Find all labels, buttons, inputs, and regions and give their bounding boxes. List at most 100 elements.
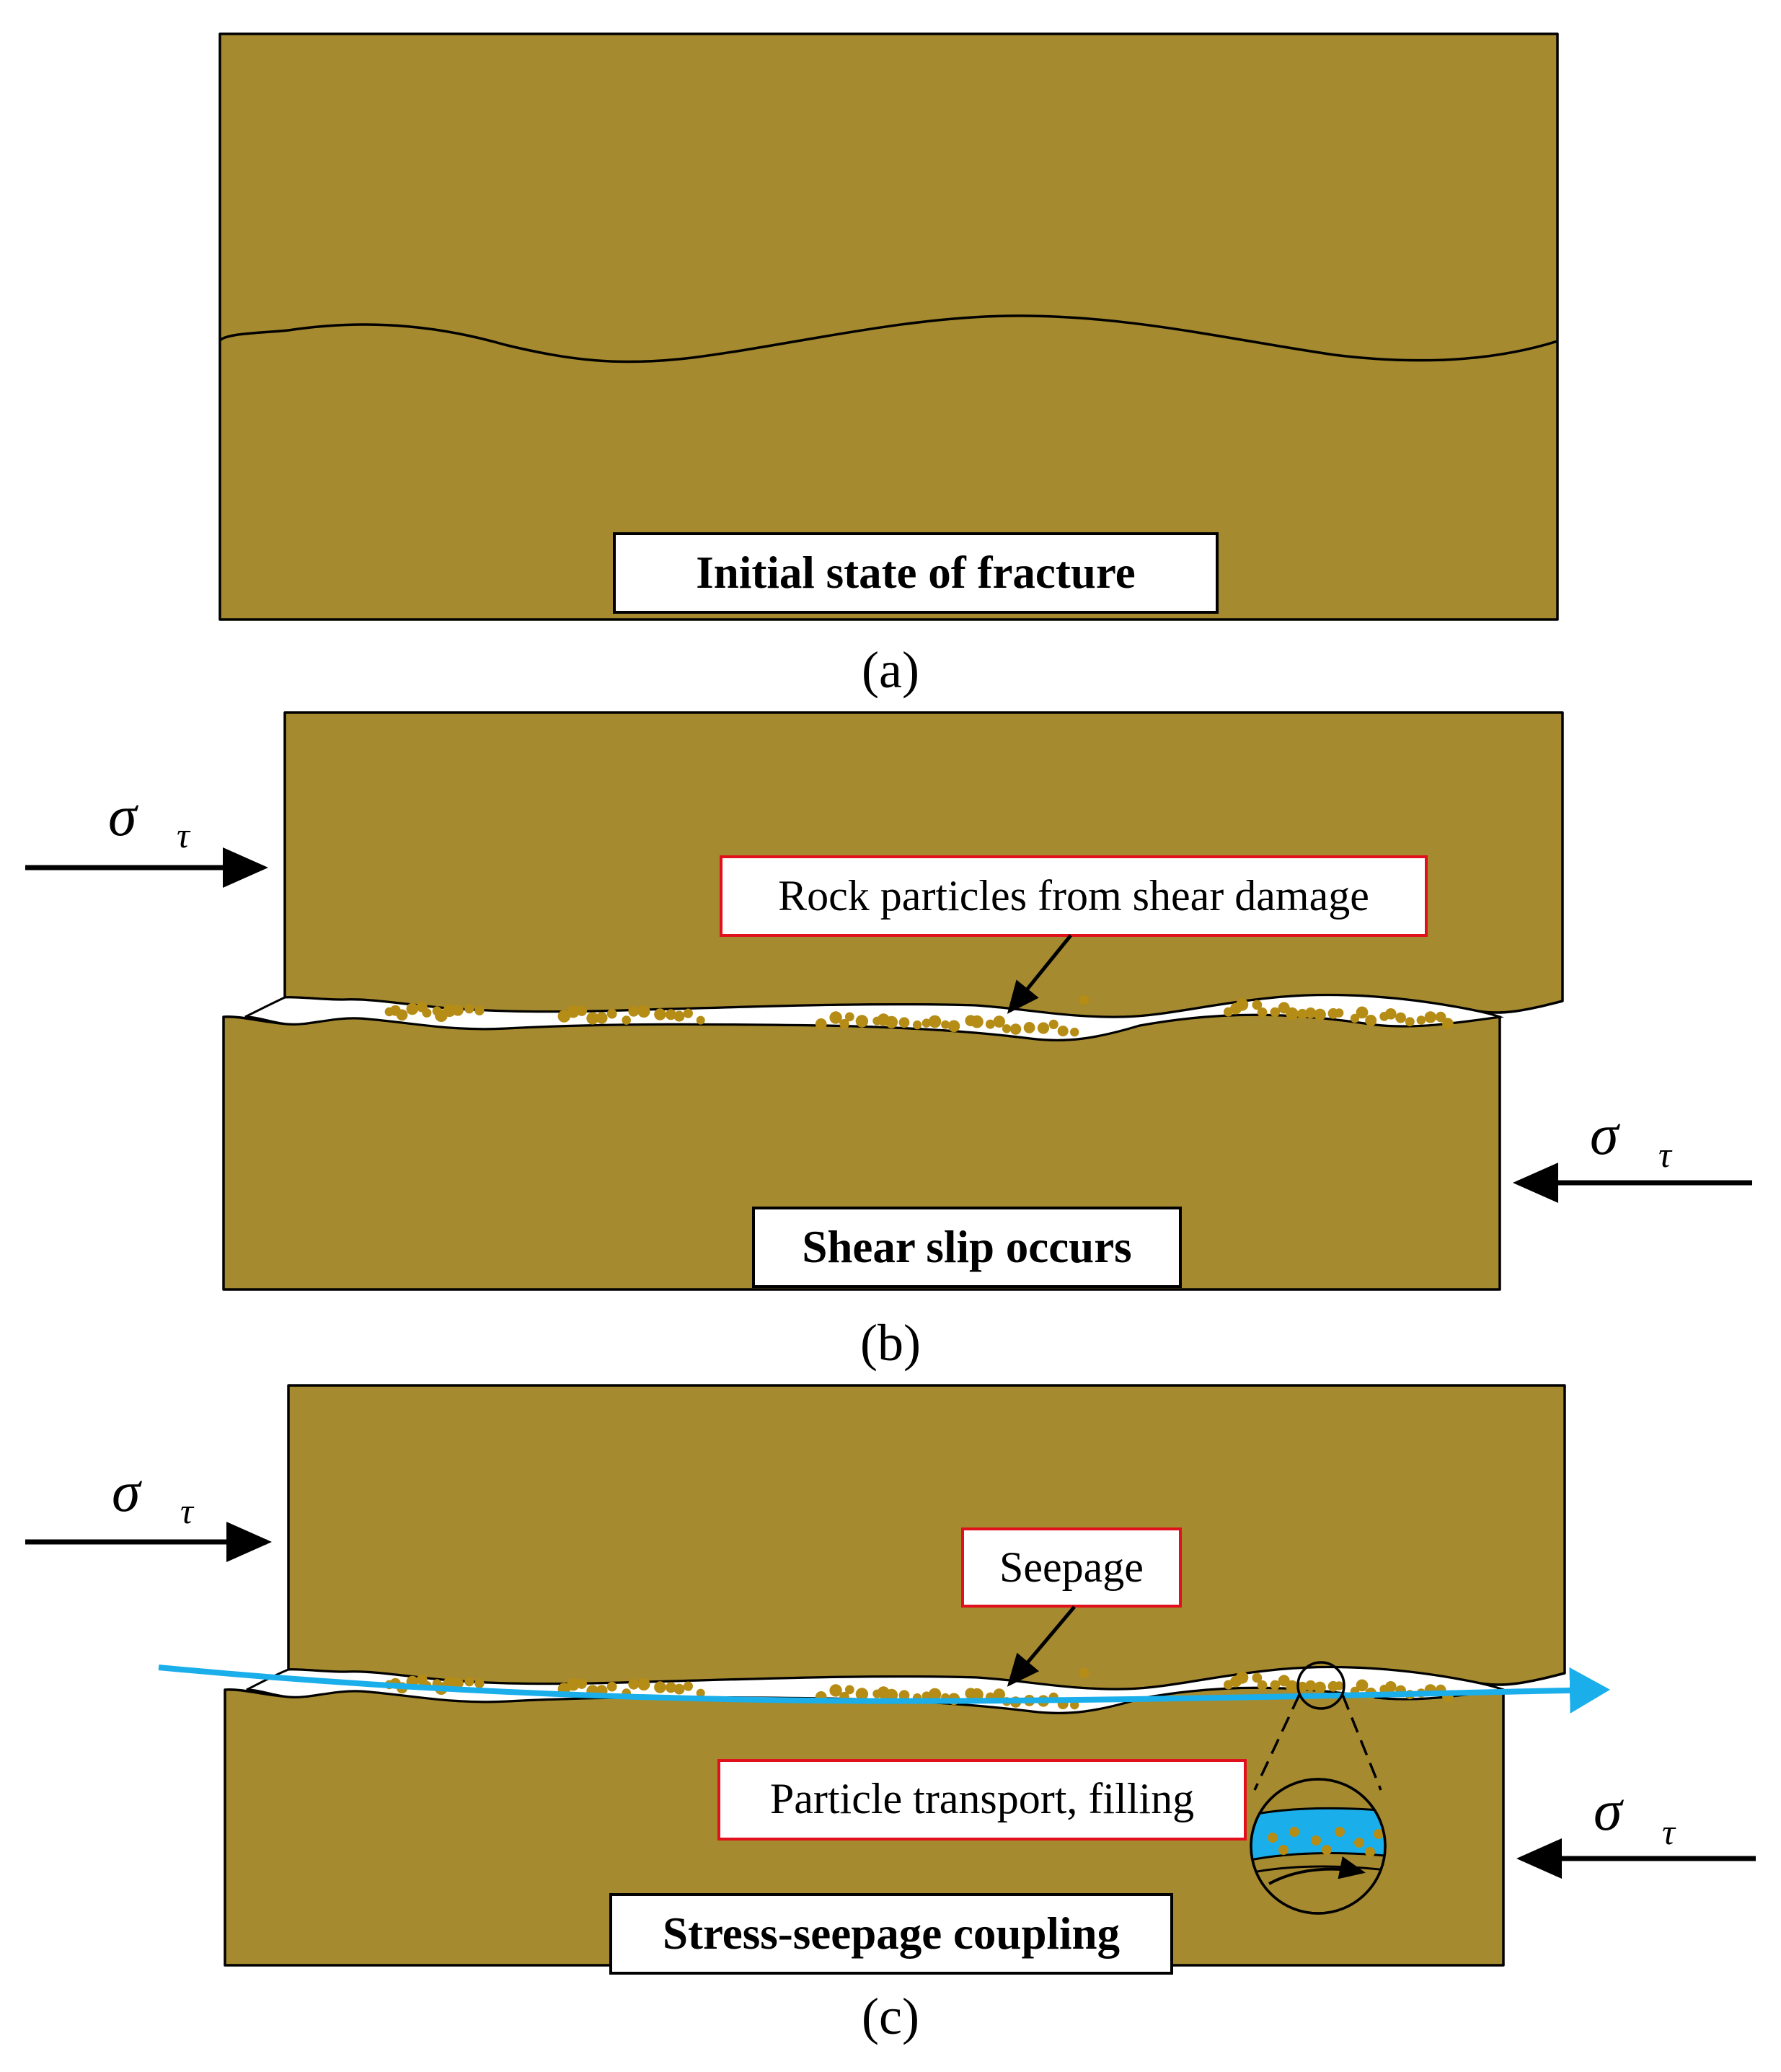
rock-particle: [855, 1688, 869, 1701]
zoom-particle: [1365, 1847, 1375, 1857]
panel-c-label: Stress-seepage coupling: [663, 1908, 1120, 1959]
rock-particle: [885, 1015, 898, 1028]
rock-particle: [443, 1004, 456, 1018]
rock-particle: [567, 1678, 580, 1691]
rock-particle: [1385, 1681, 1397, 1693]
rock-particle: [1356, 1006, 1369, 1019]
rock-particle: [844, 1685, 854, 1695]
rock-particle: [898, 1690, 910, 1701]
rock-particle: [673, 1683, 685, 1695]
rock-particle: [1416, 1015, 1426, 1025]
rock-particle: [654, 1681, 666, 1693]
rock-particle: [474, 1678, 485, 1688]
seepage-flow-arrow: [158, 1665, 1610, 1714]
rock-particle: [1395, 1012, 1406, 1023]
rock-particle: [1365, 1015, 1377, 1026]
rock-particle: [665, 1009, 676, 1020]
left-load-symbol-c: σ: [112, 1460, 142, 1524]
zoom-particle: [1374, 1829, 1384, 1839]
zoom-particle: [1278, 1845, 1289, 1855]
rock-particle: [1297, 1008, 1308, 1020]
rock-particle: [606, 1681, 617, 1692]
rock-particle: [1314, 1008, 1326, 1021]
zoom-particle: [1311, 1835, 1321, 1846]
rock-particles-callout: Rock particles from shear damage: [778, 872, 1369, 920]
rock-particle: [696, 1015, 705, 1025]
rock-particle: [474, 1005, 485, 1015]
rock-particle: [1079, 995, 1090, 1005]
rock-particle: [1297, 1681, 1308, 1693]
rock-particle: [1270, 1680, 1281, 1690]
rock-particle: [1286, 1007, 1299, 1020]
rock-particle: [606, 1008, 617, 1019]
rock-particle: [1057, 1026, 1069, 1037]
zoom-particle: [1268, 1833, 1278, 1843]
rock-particle: [1385, 1008, 1397, 1020]
rock-particle: [464, 1677, 474, 1687]
rock-particle: [622, 1015, 631, 1025]
panel-b: σ τ σ τ Rock particles from shear damage…: [25, 711, 1752, 1372]
left-load-subscript-c: τ: [180, 1491, 195, 1531]
rock-particle: [839, 1018, 849, 1029]
rock-particle: [993, 1688, 1005, 1701]
panel-a-caption: (a): [862, 641, 919, 699]
right-load-symbol-b: σ: [1590, 1103, 1620, 1167]
rock-particle: [1314, 1681, 1326, 1694]
rock-particle: [885, 1688, 898, 1701]
left-load-symbol-b: σ: [108, 785, 138, 848]
rock-particle: [985, 1019, 995, 1029]
rock-particle: [637, 1678, 650, 1690]
seepage-callout: Seepage: [999, 1543, 1144, 1591]
panel-c: σ τ σ τ Seepage Particle transport, fill…: [25, 1384, 1756, 2045]
rock-particle: [1334, 1008, 1344, 1018]
rock-particle: [844, 1012, 854, 1022]
zoom-particle: [1354, 1838, 1364, 1848]
right-load-symbol-c: σ: [1594, 1779, 1624, 1843]
rock-particle: [1252, 1000, 1263, 1010]
rock-particle: [971, 1015, 984, 1028]
rock-particle: [1405, 1017, 1415, 1027]
rock-particle: [1334, 1681, 1344, 1690]
rock-particle: [1235, 1671, 1249, 1684]
rock-particle: [1424, 1011, 1437, 1023]
panel-a-label: Initial state of fracture: [696, 547, 1135, 598]
rock-particle: [464, 1004, 474, 1014]
rock-particle: [1286, 1680, 1299, 1693]
rock-particle: [673, 1010, 685, 1022]
rock-particle: [665, 1682, 676, 1693]
rock-particle: [829, 1684, 842, 1697]
rock-particle: [1235, 998, 1249, 1011]
rock-particle: [586, 1012, 599, 1025]
panel-c-caption: (c): [862, 1988, 919, 2045]
rock-particle: [1070, 1027, 1079, 1037]
rock-particle: [1270, 1007, 1281, 1018]
rock-particle: [1002, 1024, 1012, 1033]
panel-b-caption: (b): [860, 1314, 921, 1372]
rock-particle: [576, 1678, 587, 1689]
rock-block-upper-c: [287, 1384, 1566, 1690]
rock-particle: [912, 1020, 922, 1030]
rock-particle: [654, 1008, 666, 1020]
zoom-particle: [1335, 1827, 1345, 1837]
zoom-particle: [1322, 1845, 1332, 1855]
rock-particle: [1009, 1023, 1022, 1035]
rock-particle: [1048, 1019, 1059, 1029]
rock-particle: [1257, 1680, 1268, 1690]
magnifier-circle-icon: [1250, 1661, 1387, 1915]
rock-particle: [696, 1688, 705, 1698]
rock-particle: [1305, 1680, 1317, 1692]
rock-particle: [1442, 1018, 1454, 1029]
rock-particle: [628, 1678, 640, 1690]
rock-particle: [683, 1008, 694, 1018]
rock-particle: [971, 1688, 984, 1701]
rock-particle: [815, 1018, 827, 1030]
rock-particles-b: [384, 995, 1454, 1037]
rock-particle: [855, 1015, 869, 1028]
left-load-subscript-b: τ: [177, 815, 191, 855]
rock-particle: [1252, 1672, 1263, 1683]
rock-particle: [596, 1012, 608, 1024]
panel-b-label: Shear slip occurs: [802, 1222, 1131, 1272]
rock-particle: [422, 1008, 432, 1018]
rock-particle: [637, 1005, 650, 1018]
